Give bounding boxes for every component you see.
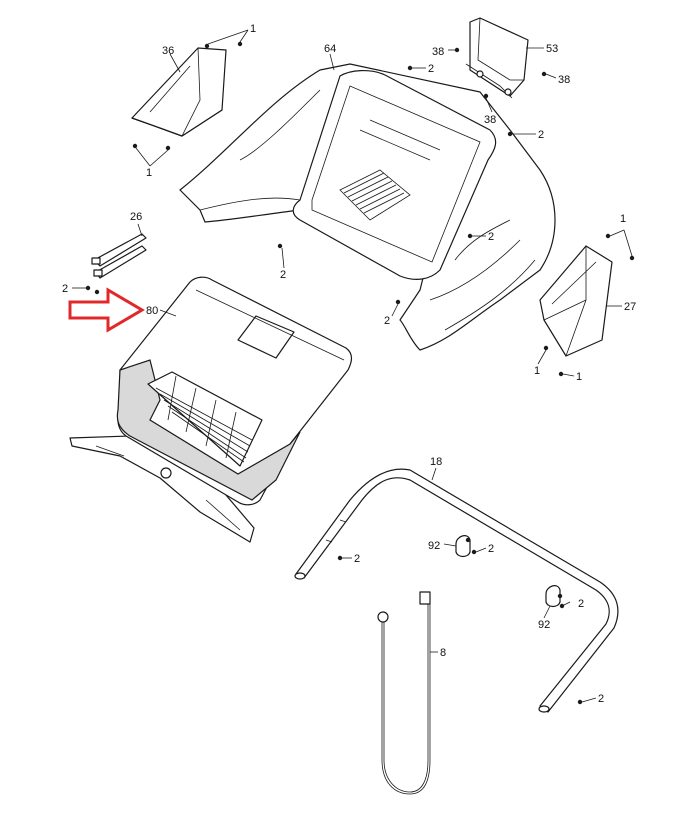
label-18: 18 [430,456,442,468]
label-38-left: 38 [432,46,444,58]
label-92-upper: 92 [428,540,440,552]
part-18-handrail [294,468,619,713]
highlight-arrow [68,287,145,333]
label-38-right: 38 [558,74,570,86]
part-8-wire [377,591,431,795]
label-1-bin27-right: 1 [576,371,582,383]
part-27-bin [539,245,613,357]
label-2-hood-top: 2 [428,63,434,75]
part-92-clip-b [545,585,561,608]
label-2-strip: 2 [62,283,68,295]
callout-labels: 1 36 1 64 38 53 38 38 2 2 2 26 2 2 80 2 … [62,23,636,705]
vent-grille [339,169,411,221]
label-1-top: 1 [250,23,256,35]
console-fan-grille [155,375,253,463]
label-1-bin36-bottom: 1 [146,167,152,179]
label-36: 36 [162,45,174,57]
screws [85,41,635,705]
label-1-bin27-left: 1 [534,365,540,377]
leader-lines [72,29,633,703]
part-80-console [69,276,353,543]
label-2-hood-left: 2 [280,269,286,281]
label-1-bin27-top: 1 [620,213,626,225]
label-8: 8 [440,647,446,659]
label-92-lower: 92 [538,619,550,631]
part-36-bin [131,47,227,137]
label-2-lower-clip: 2 [578,598,584,610]
label-2-hood-mid: 2 [488,231,494,243]
label-2-hood-bottom: 2 [384,315,390,327]
label-2-upper-clip: 2 [488,543,494,555]
label-26: 26 [130,211,142,223]
part-53-bracket [465,17,529,99]
label-53: 53 [546,43,558,55]
part-64-console-frame [292,70,497,280]
label-2-handrail-right: 2 [598,693,604,705]
label-80: 80 [146,305,158,317]
label-2-hood-right: 2 [538,129,544,141]
label-64: 64 [324,43,336,55]
label-2-handrail-left: 2 [354,553,360,565]
label-27: 27 [624,301,636,313]
part-26-strip [91,233,147,279]
label-38-bottom: 38 [484,114,496,126]
